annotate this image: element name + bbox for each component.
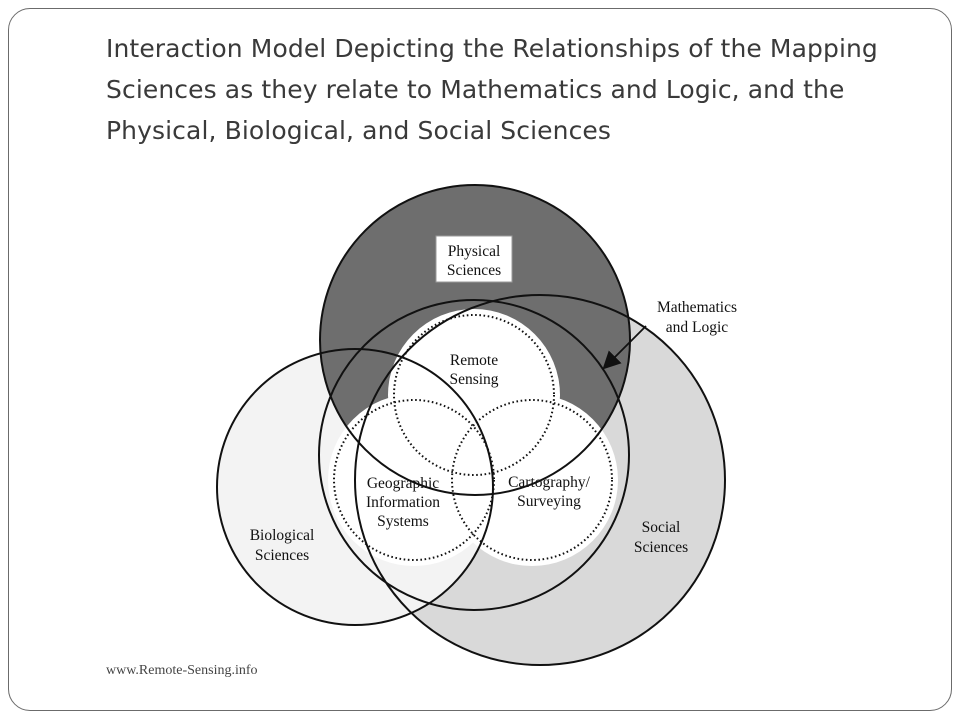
gis-label-line3: Systems: [377, 513, 429, 530]
cartography-label-line2: Surveying: [517, 493, 581, 510]
social-sciences-label-line2: Sciences: [634, 539, 688, 556]
gis-label-line1: Geographic: [367, 475, 439, 492]
social-sciences-outline: [354, 294, 726, 666]
remote-sensing-label-line1: Remote: [450, 352, 498, 369]
mathematics-logic-label-line1: Mathematics: [657, 299, 737, 316]
physical-sciences-label-line2: Sciences: [447, 262, 501, 279]
remote-sensing-circle: [393, 314, 555, 476]
physical-sciences-outline: [319, 184, 631, 496]
biological-sciences-label-line2: Sciences: [255, 547, 309, 564]
source-url: www.Remote-Sensing.info: [106, 663, 258, 678]
slide-title: Interaction Model Depicting the Relation…: [106, 34, 878, 145]
biological-sciences-label-line1: Biological: [250, 527, 315, 544]
gis-label-line2: Information: [366, 494, 440, 511]
gis-circle: [333, 399, 495, 561]
social-sciences-label-line1: Social: [642, 519, 681, 536]
mathematics-logic-arrow: [602, 325, 647, 370]
physical-sciences-label-line1: Physical: [448, 243, 501, 260]
mathematics-logic-label-line2: and Logic: [666, 319, 729, 336]
biological-sciences-outline: [216, 348, 494, 626]
mathematics-logic-circle: [318, 299, 630, 611]
physical-sciences-label-box: [435, 235, 513, 283]
cartography-surveying-circle: [451, 399, 613, 561]
remote-sensing-label-line2: Sensing: [449, 371, 498, 388]
cartography-label-line1: Cartography/: [508, 474, 590, 491]
